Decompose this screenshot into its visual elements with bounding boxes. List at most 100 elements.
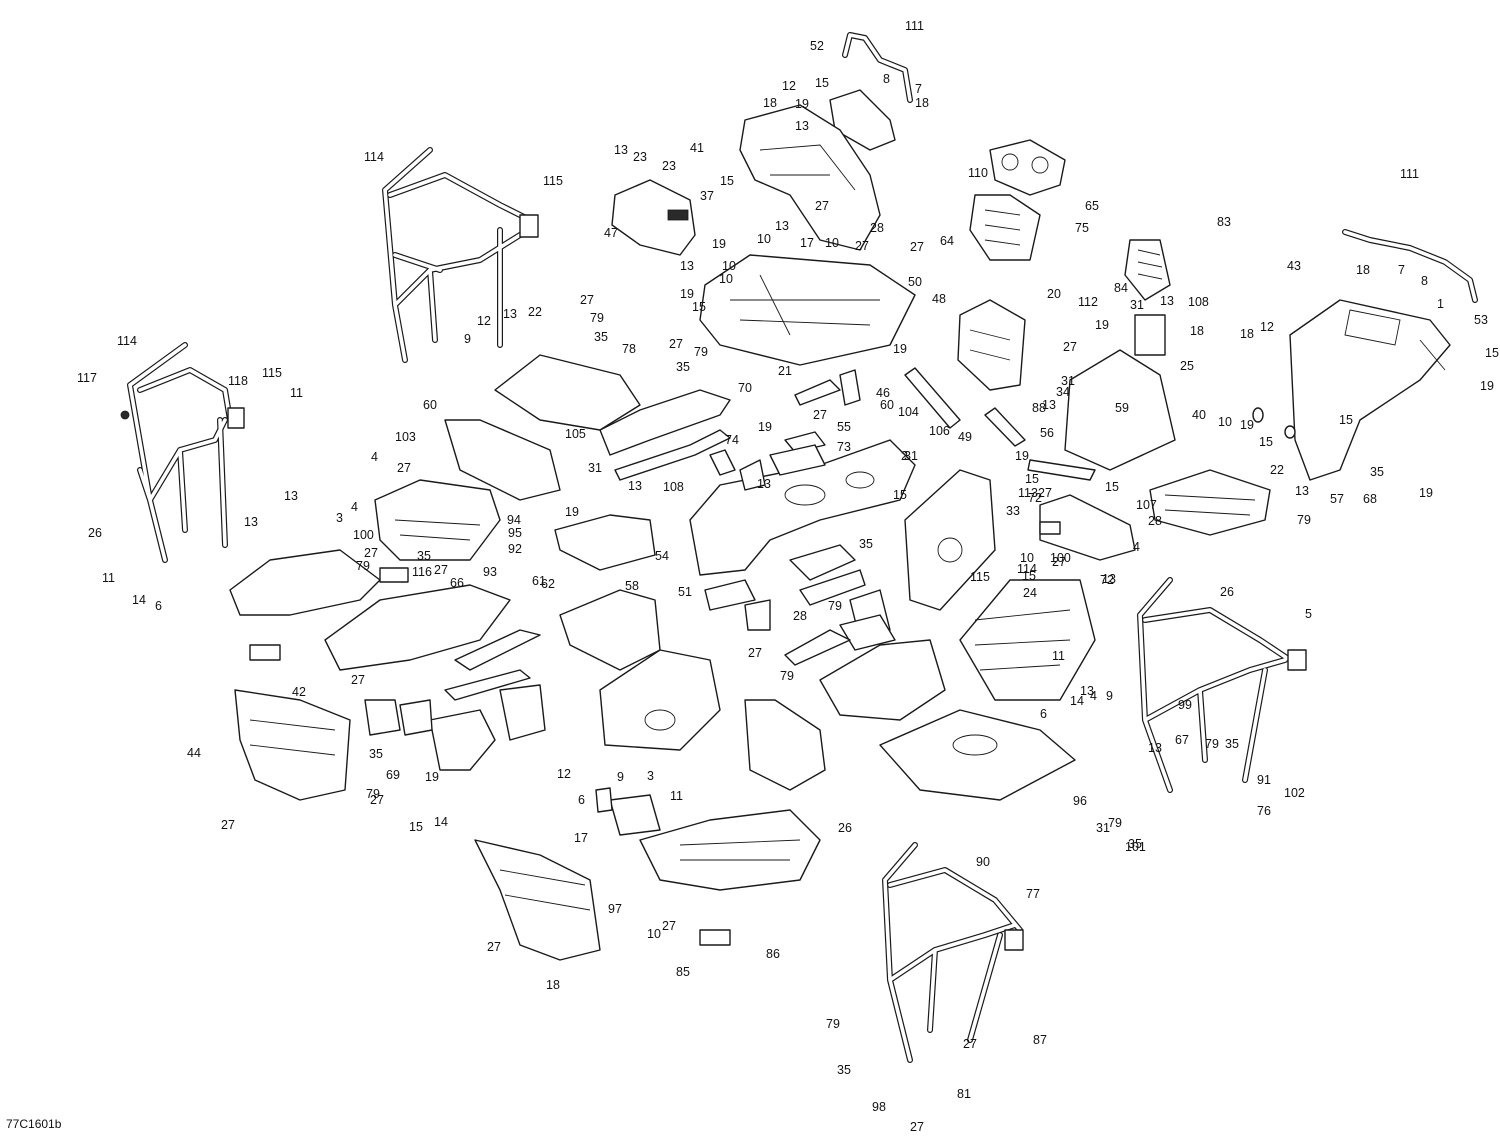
callout-21: 21 <box>778 364 792 378</box>
rail-57 <box>614 429 731 481</box>
rail-76 <box>454 629 541 671</box>
callout-11: 11 <box>1052 649 1065 663</box>
callout-13: 13 <box>795 119 809 133</box>
dash-frame-43 <box>1289 299 1451 481</box>
callout-27: 27 <box>1052 555 1066 569</box>
callout-79: 79 <box>1297 513 1311 527</box>
callout-14: 14 <box>434 815 448 829</box>
callout-15: 15 <box>1025 472 1039 486</box>
rail-99 <box>444 669 531 701</box>
callout-18: 18 <box>1356 263 1370 277</box>
seat-base-78 <box>494 354 641 431</box>
callout-96: 96 <box>1073 794 1087 808</box>
callout-75: 75 <box>1075 221 1089 235</box>
callout-8: 8 <box>883 72 890 86</box>
callout-15: 15 <box>692 300 706 314</box>
callout-111: 111 <box>905 19 924 33</box>
callout-54: 54 <box>655 549 669 563</box>
panel-92 <box>744 599 771 631</box>
callout-70: 70 <box>738 381 752 395</box>
callout-42: 42 <box>292 685 306 699</box>
callout-27: 27 <box>748 646 762 660</box>
callout-87: 87 <box>1033 1033 1047 1047</box>
callout-31: 31 <box>904 449 918 463</box>
callout-13: 13 <box>1042 398 1056 412</box>
callout-90: 90 <box>976 855 990 869</box>
shield-86 <box>399 699 433 736</box>
callout-72: 72 <box>1028 491 1042 505</box>
callout-40: 40 <box>1192 408 1206 422</box>
callout-111: 111 <box>1400 167 1419 181</box>
block-72-left <box>249 644 281 661</box>
callout-35: 35 <box>676 360 690 374</box>
callout-19: 19 <box>795 97 809 111</box>
callout-14: 14 <box>132 593 146 607</box>
callout-4: 4 <box>1133 540 1140 554</box>
callout-13: 13 <box>1295 484 1309 498</box>
callout-104: 104 <box>898 405 919 419</box>
callout-19: 19 <box>565 505 579 519</box>
callout-15: 15 <box>815 76 829 90</box>
callout-15: 15 <box>1259 435 1273 449</box>
callout-84: 84 <box>1114 281 1128 295</box>
callout-81: 81 <box>957 1087 971 1101</box>
callout-79: 79 <box>1205 737 1219 751</box>
callout-4: 4 <box>351 500 358 514</box>
callout-15: 15 <box>1339 413 1353 427</box>
cover-116 <box>554 514 656 571</box>
bar-56 <box>1027 459 1096 481</box>
callout-60: 60 <box>880 398 894 412</box>
dash-panel-47 <box>611 179 696 256</box>
callout-27: 27 <box>1063 340 1077 354</box>
callout-27: 27 <box>580 293 594 307</box>
callout-68: 68 <box>1363 492 1377 506</box>
console-48 <box>957 299 1026 391</box>
callout-19: 19 <box>680 287 694 301</box>
panel-93 <box>704 579 756 611</box>
callout-14: 14 <box>1070 694 1084 708</box>
callout-35: 35 <box>1225 737 1239 751</box>
callout-12: 12 <box>1260 320 1274 334</box>
callout-15: 15 <box>893 488 907 502</box>
panel-69 <box>744 699 826 791</box>
panel-84 <box>1134 314 1166 356</box>
callout-97: 97 <box>608 902 622 916</box>
rops-frame-lower-right <box>1137 577 1307 793</box>
callout-24: 24 <box>1023 586 1037 600</box>
callout-13: 13 <box>614 143 628 157</box>
center-storage-tray <box>699 254 916 366</box>
side-panel-42 <box>819 639 946 721</box>
shield-90 <box>429 709 496 771</box>
skid-plate-34 <box>1149 469 1271 536</box>
callout-51: 51 <box>678 585 692 599</box>
callout-99: 99 <box>1178 698 1192 712</box>
callout-64: 64 <box>940 234 954 248</box>
callout-105: 105 <box>565 427 586 441</box>
inner-fender-top <box>739 104 881 251</box>
callout-79: 79 <box>356 559 370 573</box>
fender-66 <box>559 589 661 671</box>
callout-108: 108 <box>1188 295 1209 309</box>
callout-18: 18 <box>546 978 560 992</box>
callout-15: 15 <box>720 174 734 188</box>
callout-13: 13 <box>244 515 258 529</box>
callout-86: 86 <box>766 947 780 961</box>
callout-106: 106 <box>929 424 950 438</box>
callout-13: 13 <box>628 479 642 493</box>
gauge-bezel-65 <box>989 139 1066 196</box>
callout-9: 9 <box>464 332 471 346</box>
callout-74: 74 <box>725 433 739 447</box>
callout-79: 79 <box>694 345 708 359</box>
callout-22: 22 <box>1270 463 1284 477</box>
door-panel-88 <box>1064 349 1176 471</box>
callout-8: 8 <box>1421 274 1428 288</box>
callout-27: 27 <box>815 199 829 213</box>
callout-31: 31 <box>1061 374 1075 388</box>
callout-19: 19 <box>1480 379 1494 393</box>
part-73 <box>769 444 826 476</box>
callout-3: 3 <box>647 769 654 783</box>
callout-35: 35 <box>594 330 608 344</box>
callout-43: 43 <box>1287 259 1301 273</box>
callout-26: 26 <box>838 821 852 835</box>
callout-12: 12 <box>477 314 491 328</box>
